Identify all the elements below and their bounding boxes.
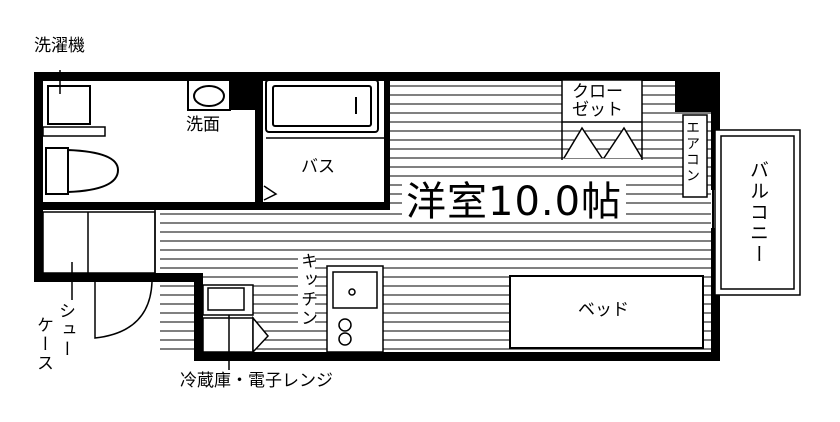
aircon-unit <box>682 114 708 198</box>
entrance <box>42 210 156 339</box>
kitchen-label: キッチン <box>297 252 317 328</box>
bed <box>509 275 704 349</box>
closet-label-1: クロー <box>572 82 623 102</box>
bathtub <box>265 79 384 139</box>
closet <box>561 79 643 160</box>
balcony <box>712 129 801 296</box>
bed-label: ベッド <box>578 300 629 320</box>
fridge-microwave <box>202 284 270 370</box>
kitchen-counter <box>326 265 384 353</box>
inner-walls <box>43 72 711 210</box>
bath-door <box>165 150 278 207</box>
aircon-label: エアコン <box>684 120 700 184</box>
washer-label: 洗濯機 <box>34 36 85 56</box>
washbasin-label: 洗面 <box>186 115 220 135</box>
washroom-fixtures <box>42 70 231 195</box>
room-type-title: 洋室10.0帖 <box>402 182 627 222</box>
fridge-microwave-label: 冷蔵庫・電子レンジ <box>180 371 333 391</box>
shoe-case-label-1: シュー <box>55 302 75 359</box>
shoe-case-label-2: ケース <box>33 316 53 373</box>
balcony-label: バルコニー <box>747 160 769 265</box>
closet-label-2: ゼット <box>572 100 623 120</box>
bath-label: バス <box>301 157 335 177</box>
